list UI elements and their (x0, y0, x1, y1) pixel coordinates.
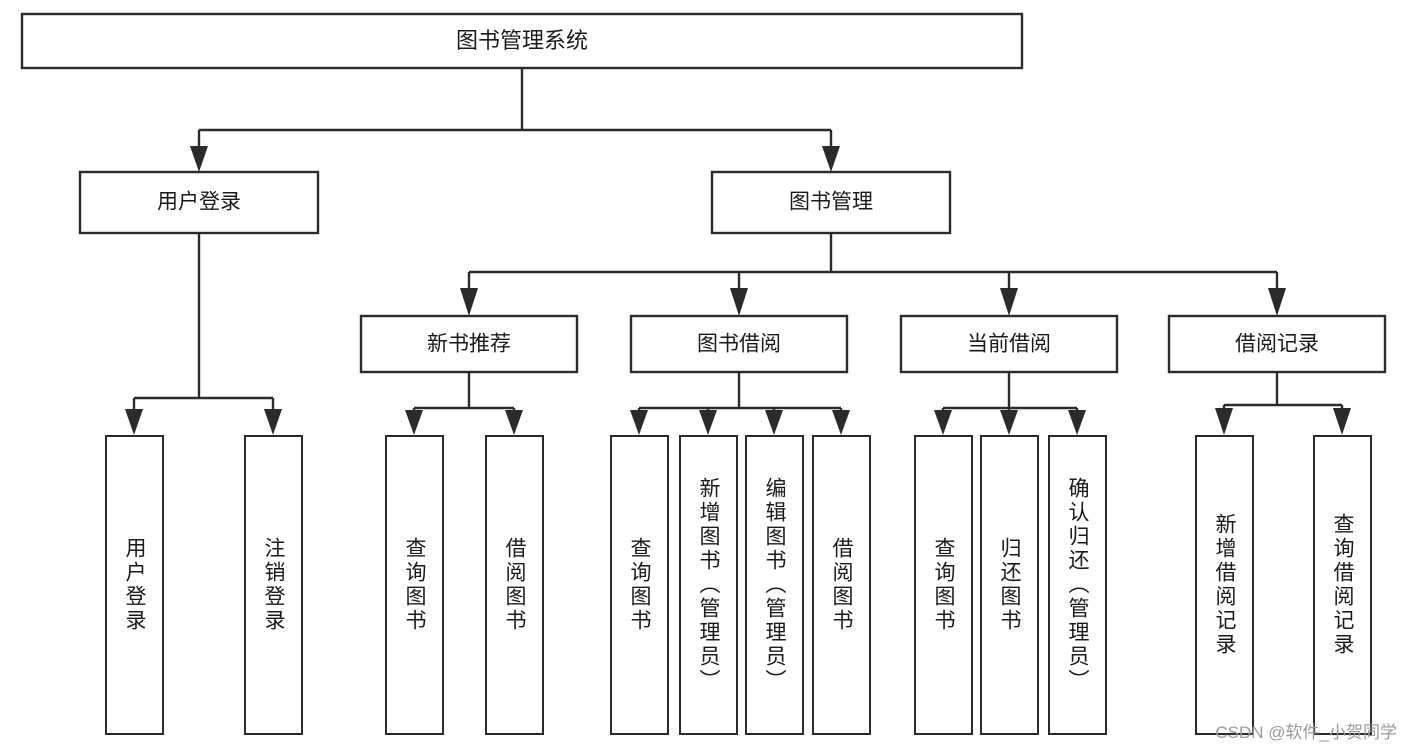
leaf-query-book-2[interactable]: 查询图书 (610, 435, 669, 735)
arrowhead-leaf-query-record (1333, 408, 1351, 435)
leaf-return-book[interactable]: 归还图书 (980, 435, 1039, 735)
leaf-add-record[interactable]: 新增借阅记录 (1195, 435, 1254, 735)
node-root[interactable]: 图书管理系统 (20, 12, 1024, 70)
leaf-edit-book[interactable]: 编辑图书（管理员） (745, 435, 804, 735)
leaf-confirm-return-label: 确认归还（管理员） (1066, 477, 1089, 693)
leaf-user-login[interactable]: 用户登录 (105, 435, 164, 735)
leaf-borrow-book-1-label: 借阅图书 (503, 537, 526, 633)
csdn-watermark: CSDN @软件_小贺同学 (1215, 723, 1397, 742)
leaf-query-record[interactable]: 查询借阅记录 (1313, 435, 1372, 735)
leaf-add-record-label: 新增借阅记录 (1213, 513, 1236, 657)
node-book-mgmt-label: 图书管理 (789, 191, 873, 214)
leaf-add-book[interactable]: 新增图书（管理员） (679, 435, 738, 735)
leaf-user-login-label: 用户登录 (123, 537, 146, 633)
leaf-query-book-3-label: 查询图书 (932, 537, 955, 633)
arrowhead-leaf-query-book-2 (630, 410, 648, 435)
leaf-logout[interactable]: 注销登录 (244, 435, 303, 735)
leaf-add-book-label: 新增图书（管理员） (697, 477, 720, 693)
leaf-borrow-book-1[interactable]: 借阅图书 (485, 435, 544, 735)
leaf-query-book-2-label: 查询图书 (628, 537, 651, 633)
connectors-layer (125, 68, 1351, 435)
node-book-mgmt[interactable]: 图书管理 (710, 170, 952, 235)
node-current-borrow-label: 当前借阅 (967, 333, 1051, 356)
arrowhead-leaf-user-login (125, 409, 143, 435)
leaf-confirm-return[interactable]: 确认归还（管理员） (1048, 435, 1107, 735)
leaf-logout-label: 注销登录 (262, 537, 285, 633)
arrowhead-leaf-add-record (1215, 408, 1233, 435)
leaf-query-book-3[interactable]: 查询图书 (914, 435, 973, 735)
arrowhead-leaf-add-book (699, 410, 717, 435)
node-new-book-rec[interactable]: 新书推荐 (359, 314, 579, 374)
arrowhead-leaf-query-book-3 (934, 410, 952, 435)
node-book-borrow[interactable]: 图书借阅 (629, 314, 849, 374)
arrowhead-current-borrow (1000, 288, 1018, 316)
node-borrow-record-label: 借阅记录 (1235, 333, 1319, 356)
leaf-query-record-label: 查询借阅记录 (1331, 513, 1354, 657)
node-current-borrow[interactable]: 当前借阅 (899, 314, 1119, 374)
leaf-borrow-book-2-label: 借阅图书 (830, 537, 853, 633)
node-new-book-rec-label: 新书推荐 (427, 333, 511, 356)
arrowhead-leaf-borrow-book-2 (832, 410, 850, 435)
arrowhead-user-login (190, 146, 208, 172)
leaf-borrow-book-2[interactable]: 借阅图书 (812, 435, 871, 735)
node-user-login-label: 用户登录 (157, 191, 241, 214)
leaf-query-book-1-label: 查询图书 (403, 537, 426, 633)
leaf-return-book-label: 归还图书 (998, 537, 1021, 633)
leaf-query-book-1[interactable]: 查询图书 (385, 435, 444, 735)
node-borrow-record[interactable]: 借阅记录 (1167, 314, 1387, 374)
arrowhead-leaf-logout (264, 409, 282, 435)
arrowhead-leaf-query-book-1 (405, 410, 423, 435)
arrowhead-leaf-confirm-return (1068, 410, 1086, 435)
arrowhead-leaf-borrow-book-1 (505, 410, 523, 435)
arrowhead-book-borrow (730, 288, 748, 316)
arrowhead-leaf-edit-book (765, 410, 783, 435)
node-root-label: 图书管理系统 (456, 28, 588, 53)
arrowhead-leaf-return-book (1000, 410, 1018, 435)
node-book-borrow-label: 图书借阅 (697, 333, 781, 356)
arrowhead-borrow-record (1268, 288, 1286, 316)
node-user-login[interactable]: 用户登录 (78, 170, 320, 235)
arrowhead-new-book-rec (460, 288, 478, 316)
leaf-edit-book-label: 编辑图书（管理员） (763, 477, 786, 693)
arrowhead-book-mgmt (822, 146, 840, 172)
